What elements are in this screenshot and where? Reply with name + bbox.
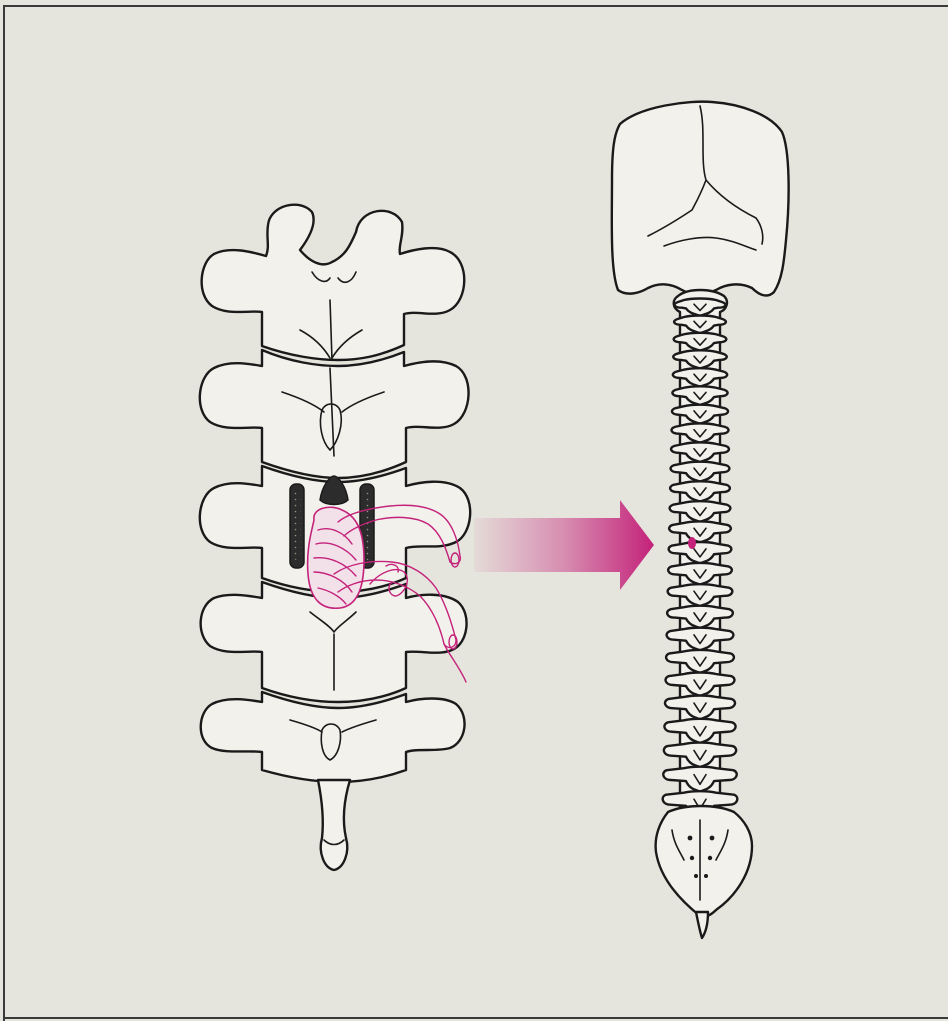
spine-vertebra bbox=[663, 767, 736, 792]
vertebral-column bbox=[663, 290, 738, 817]
vertebra-l1 bbox=[202, 205, 465, 360]
sacrum bbox=[656, 806, 752, 938]
spine-vertebra bbox=[666, 650, 734, 673]
lesion-dot-icon bbox=[688, 537, 696, 549]
frame bbox=[3, 6, 948, 1021]
spine-vertebra bbox=[668, 584, 733, 606]
spine-vertebra bbox=[666, 673, 735, 696]
spine-vertebra bbox=[667, 628, 734, 651]
spine-vertebra bbox=[665, 695, 735, 719]
spinous-process-tail bbox=[318, 780, 350, 870]
vertebrae-stack bbox=[663, 299, 738, 817]
vertebra-l5 bbox=[201, 692, 465, 782]
spine-vertebra bbox=[668, 563, 732, 585]
spine-vertebra bbox=[667, 606, 733, 628]
spine-vertebra bbox=[669, 542, 732, 563]
skull bbox=[612, 102, 789, 296]
spine-vertebra bbox=[664, 719, 735, 743]
lumbar-vertebrae-illustration bbox=[200, 205, 470, 870]
spine-vertebra bbox=[664, 743, 736, 768]
vertebra-l2 bbox=[200, 350, 469, 478]
spine-vertebra bbox=[670, 501, 731, 522]
spine-vertebra bbox=[669, 521, 731, 542]
spine-illustration bbox=[612, 102, 789, 938]
gradient-arrow-right-icon bbox=[474, 500, 654, 590]
